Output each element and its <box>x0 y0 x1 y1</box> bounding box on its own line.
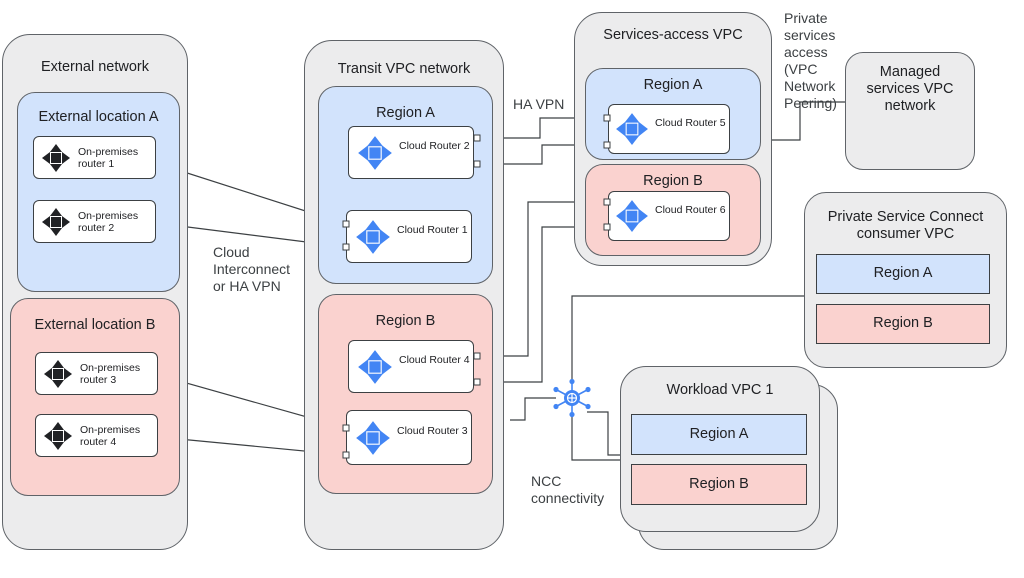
router-label: On-premises router 3 <box>80 362 141 386</box>
workload-region-a: Region A <box>631 414 807 455</box>
port <box>603 223 611 231</box>
managed-services-vpc-group: Managed services VPC network <box>845 52 975 170</box>
group-title: Managed services VPC network <box>866 64 954 114</box>
router-label: Cloud Router 3 <box>397 425 468 437</box>
port <box>603 141 611 149</box>
router-icon <box>42 144 70 172</box>
router-label: On-premises router 4 <box>80 424 141 448</box>
group-title: External location B <box>34 317 156 333</box>
group-title: Region A <box>376 105 435 121</box>
port <box>603 198 611 206</box>
edge-label-ncc-connectivity: NCC connectivity <box>531 473 605 506</box>
link-ncc-transit <box>510 397 556 421</box>
edge-label-cloud-interconnect: Cloud Interconnect or HA VPN <box>213 244 291 294</box>
edge-label-ha-vpn: HA VPN <box>513 96 565 112</box>
group-title: Workload VPC 1 <box>666 382 774 398</box>
group-title: External location A <box>38 109 159 125</box>
group-title: Private Service Connect consumer VPC <box>827 209 984 242</box>
router-label: On-premises router 2 <box>78 210 139 234</box>
cloud-router-icon <box>358 136 392 170</box>
group-title: Region B <box>643 173 703 189</box>
port <box>473 160 481 168</box>
port <box>473 378 481 386</box>
router-label: Cloud Router 6 <box>655 204 726 216</box>
group-title: Transit VPC network <box>337 61 471 77</box>
cloud-router-icon <box>356 220 390 254</box>
link-services-access-managed <box>760 101 846 141</box>
link-cloudrouter2-cloudrouter5-a <box>479 117 607 139</box>
edge-label-private-services-access: Private services access (VPC Network Pee… <box>784 10 837 111</box>
router-label: Cloud Router 2 <box>399 140 470 152</box>
cloud-router-6: Cloud Router 6 <box>608 191 730 241</box>
ncc-hub-icon <box>553 378 591 418</box>
port <box>342 243 350 251</box>
router-icon <box>44 422 72 450</box>
port <box>473 134 481 142</box>
onprem-router-1: On-premises router 1 <box>33 136 156 179</box>
workload-region-b: Region B <box>631 464 807 505</box>
onprem-router-2: On-premises router 2 <box>33 200 156 243</box>
link-ncc-psc <box>571 295 806 383</box>
cloud-router-4: Cloud Router 4 <box>348 340 474 393</box>
port <box>603 114 611 122</box>
group-title: External network <box>41 59 149 75</box>
external-location-a-group: External location A <box>17 92 180 292</box>
psc-region-a: Region A <box>816 254 990 294</box>
cloud-router-icon <box>616 113 648 145</box>
cloud-router-3: Cloud Router 3 <box>346 410 472 465</box>
router-icon <box>42 208 70 236</box>
router-label: On-premises router 1 <box>78 146 139 170</box>
group-title: Region B <box>375 313 436 329</box>
router-label: Cloud Router 1 <box>397 224 468 236</box>
cloud-router-1: Cloud Router 1 <box>346 210 472 263</box>
cloud-router-icon <box>356 421 390 455</box>
port <box>342 451 350 459</box>
cloud-router-2: Cloud Router 2 <box>348 126 474 179</box>
router-icon <box>44 360 72 388</box>
group-title: Services-access VPC <box>603 27 743 43</box>
router-label: Cloud Router 4 <box>399 354 470 366</box>
cloud-router-icon <box>616 200 648 232</box>
port <box>473 352 481 360</box>
cloud-router-5: Cloud Router 5 <box>608 104 730 154</box>
onprem-router-4: On-premises router 4 <box>35 414 158 457</box>
router-label: Cloud Router 5 <box>655 117 726 129</box>
port <box>342 424 350 432</box>
port <box>342 220 350 228</box>
psc-region-b: Region B <box>816 304 990 344</box>
link-ncc-down <box>571 413 622 461</box>
external-location-b-group: External location B <box>10 298 180 496</box>
onprem-router-3: On-premises router 3 <box>35 352 158 395</box>
group-title: Region A <box>643 77 703 93</box>
cloud-router-icon <box>358 350 392 384</box>
